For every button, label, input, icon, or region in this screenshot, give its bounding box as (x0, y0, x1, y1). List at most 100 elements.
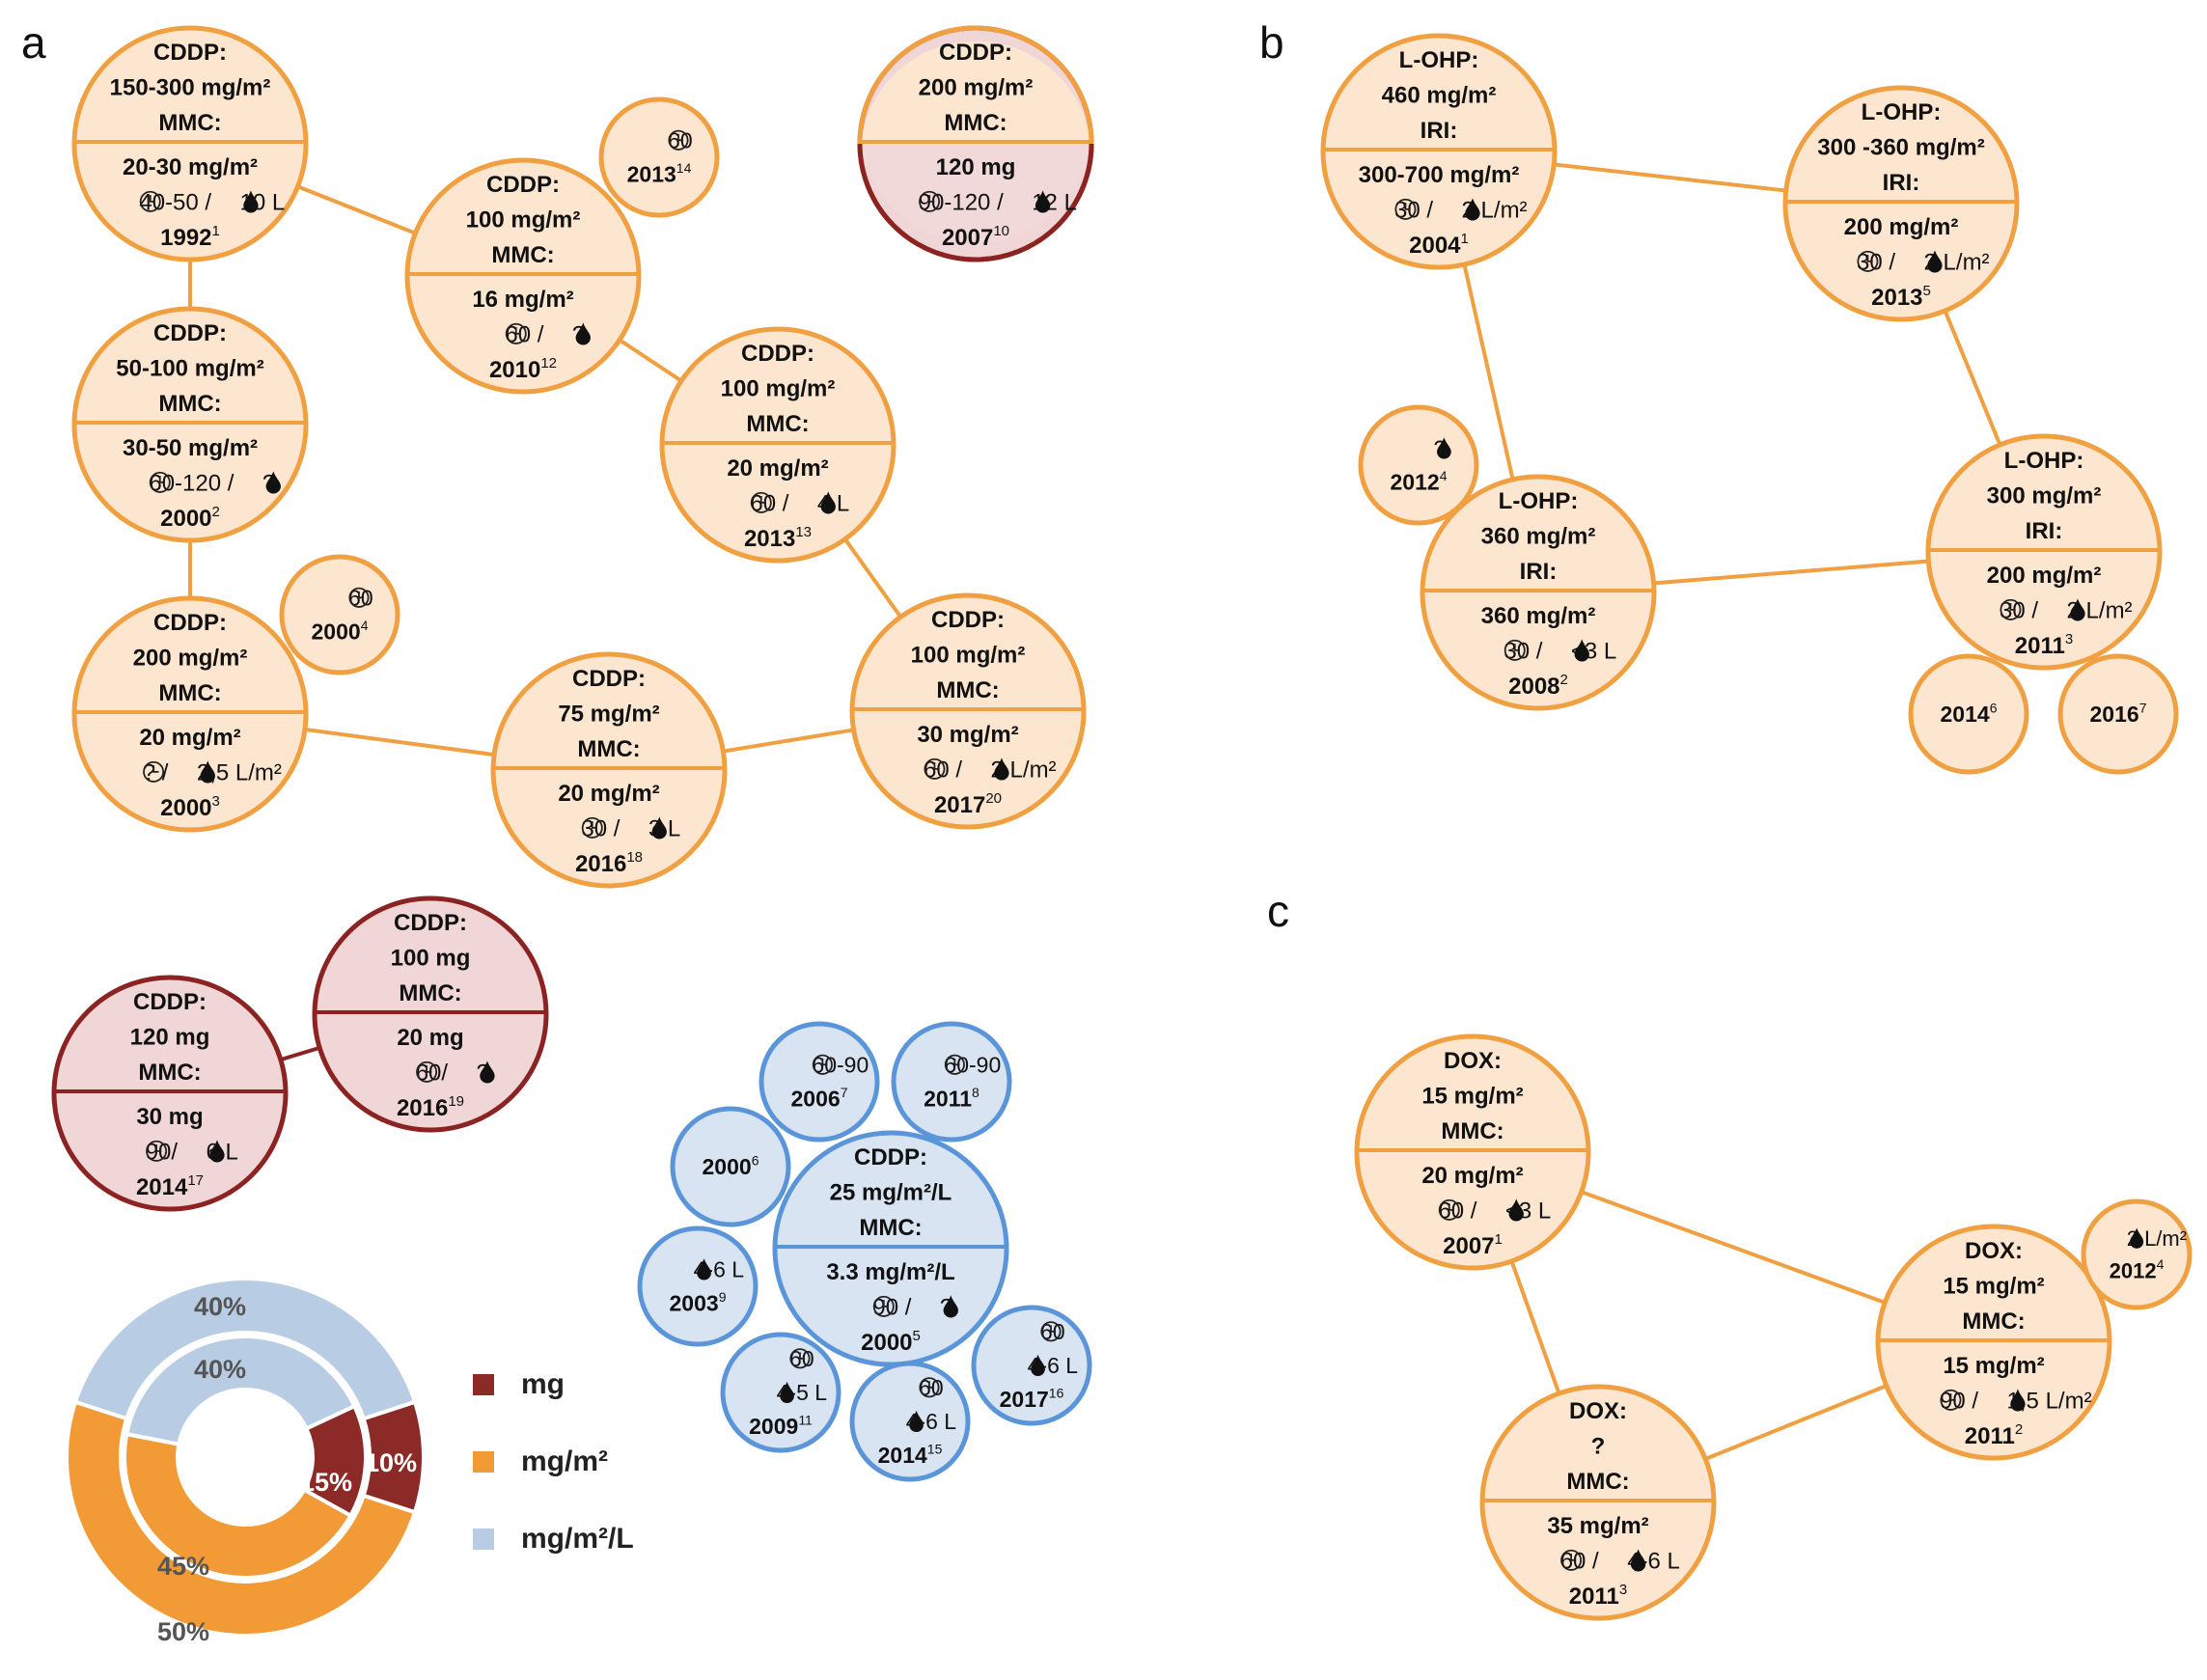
node-text-line: 20 mg/m² (1421, 1163, 1523, 1189)
node-text-line: 460 mg/m² (1382, 83, 1497, 109)
node-value: 30 mg/m² (917, 722, 1018, 748)
study-year: 201720 (934, 790, 1002, 818)
node-text-line: 20135 (1871, 283, 1931, 311)
clock-icon (1504, 639, 1526, 661)
node-value: 460 mg/m² (1382, 83, 1497, 109)
node-text-line: 201313 (744, 524, 812, 552)
node-value: CDDP: (939, 40, 1012, 66)
drop-icon (1508, 1198, 1524, 1222)
node-text-line: L-OHP: (1399, 47, 1479, 73)
clock-icon (149, 471, 171, 493)
node-value: 120 mg (936, 154, 1016, 180)
node-value: 40-50 / 10 L (139, 189, 285, 215)
node-text-line: 20005 (861, 1328, 921, 1356)
drop-icon (209, 1140, 225, 1163)
clock-icon (919, 190, 941, 212)
node-value: DOX: (1444, 1048, 1502, 1074)
node-text-line: 20113 (1569, 1582, 1627, 1610)
node-circle (598, 96, 720, 218)
study-year: 201618 (575, 849, 643, 877)
node-text-line: 360 mg/m² (1481, 524, 1596, 550)
node-lower-half (861, 142, 1090, 243)
node-text-line: 300 -360 mg/m² (1817, 135, 1984, 161)
node-value: 15 mg/m² (1943, 1353, 2044, 1379)
reference-superscript: 4 (361, 618, 369, 633)
clock-icon (789, 1348, 811, 1369)
study-year: 201619 (397, 1093, 464, 1121)
node-text-line: 90 / 1,5 L/m² (1940, 1388, 2092, 1414)
node-text-line: ? (1433, 436, 1451, 461)
study-year: 201012 (489, 355, 557, 383)
node-text-line: L-OHP: (1499, 488, 1579, 514)
node-text-line: 200 mg/m² (133, 646, 248, 672)
node-text-line: 300 mg/m² (1987, 483, 2102, 510)
node-value: 200 mg/m² (1987, 563, 2102, 589)
node-text-line: 30 / 2 L/m² (2000, 597, 2133, 623)
node-text-line: 20004 (312, 618, 369, 645)
node-value: MMC: (859, 1215, 922, 1241)
node-text-line: 60 / 4 L (750, 490, 849, 516)
node-circle (971, 1305, 1092, 1426)
node-text-line: 20-30 mg/m² (123, 154, 258, 180)
node-text-line: 20039 (670, 1289, 727, 1316)
node-text-line: MMC: (1566, 1469, 1629, 1495)
node-text-line: L-OHP: (2004, 448, 2084, 474)
node-value: 300-700 mg/m² (1359, 162, 1520, 188)
drop-icon (480, 1060, 495, 1084)
node-text-line: 201618 (575, 849, 643, 877)
node-text-line: 16 mg/m² (472, 287, 573, 313)
outer-ring-slice-mg_m2 (65, 1399, 418, 1638)
node-value: 30 mg (136, 1104, 203, 1130)
node-text-line: 100 mg/m² (721, 376, 836, 402)
node-text-line: 60 (668, 128, 693, 153)
study-year: 19921 (160, 223, 220, 251)
node-text-line: 150-300 mg/m² (110, 75, 271, 101)
reference-superscript: 2 (1560, 672, 1568, 688)
node-value: 300 mg/m² (1987, 483, 2102, 510)
study-node-b4: ?20124 (1358, 404, 1479, 526)
reference-superscript: 6 (1990, 700, 1998, 715)
node-value: 25 mg/m²/L (830, 1180, 952, 1206)
node-circle (1908, 653, 2029, 775)
reference-superscript: 10 (993, 223, 1009, 239)
node-circle (2081, 1198, 2193, 1310)
reference-superscript: 9 (719, 1289, 727, 1305)
study-year: 20118 (924, 1085, 979, 1112)
drop-icon (575, 322, 591, 345)
node-text-line: CDDP: (741, 341, 814, 367)
node-value: 20 mg/m² (139, 725, 240, 751)
panel-label-a: a (21, 17, 46, 68)
study-year: 20146 (1941, 700, 1998, 727)
node-value: MMC: (1441, 1118, 1504, 1144)
node-text-line: 19921 (160, 223, 220, 251)
node-text-line: 30 mg (136, 1104, 203, 1130)
node-value: 200 mg/m² (133, 646, 248, 672)
reference-superscript: 18 (626, 849, 643, 866)
node-value: 20 mg/m² (1421, 1163, 1523, 1189)
node-value: 300 -360 mg/m² (1817, 135, 1984, 161)
clock-icon (581, 816, 603, 839)
node-value: 100 mg/m² (466, 207, 581, 234)
study-year: 20006 (703, 1152, 759, 1179)
node-text-line: 4-6 L (906, 1409, 957, 1434)
node-text-line: 35 mg/m² (1547, 1513, 1648, 1539)
node-text-line: 30 / 2 L/m² (1857, 249, 1990, 275)
node-text-line: DOX: (1569, 1398, 1627, 1424)
clock-icon (944, 1054, 965, 1075)
outer-ring-label-mg_m2_L: 40% (194, 1292, 246, 1321)
reference-superscript: 12 (540, 355, 557, 372)
node-value: 20 mg/m² (558, 781, 659, 807)
study-year: 20039 (670, 1289, 727, 1316)
node-circle (891, 1021, 1012, 1143)
reference-superscript: 11 (798, 1412, 813, 1427)
study-node-a6: 20006 (670, 1106, 791, 1227)
node-value: 90-120 / 12 L (919, 189, 1077, 215)
node-text-line: DOX: (1444, 1048, 1502, 1074)
node-value: 100 mg (391, 946, 471, 972)
